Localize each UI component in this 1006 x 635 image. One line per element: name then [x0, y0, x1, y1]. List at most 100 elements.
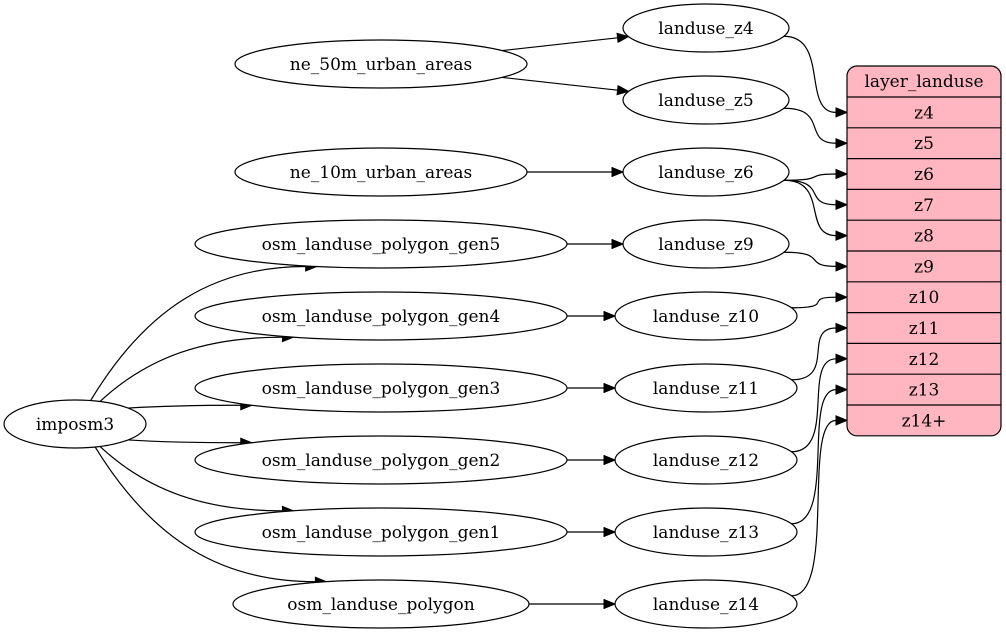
edge-landuse-z14-to-z14: [791, 415, 849, 597]
node-ellipse: [194, 219, 568, 269]
node-label: osm_landuse_polygon_gen3: [262, 379, 501, 399]
node-ellipse: [234, 147, 528, 197]
node-ellipse: [3, 399, 147, 449]
edge-landuse-z5-to-z5: [783, 107, 849, 149]
node-landuse-z9: landuse_z9: [622, 219, 790, 269]
node-label: landuse_z13: [653, 523, 759, 543]
record-field-z9: z9: [914, 257, 934, 277]
node-label: landuse_z11: [653, 379, 759, 399]
edge-landuse-z4-to-z4-line: [783, 35, 837, 113]
node-landuse-z10: landuse_z10: [614, 291, 798, 341]
record-field-z12: z12: [909, 350, 940, 370]
edge-osm-landuse-polygon-gen4-to-landuse-z10: [567, 310, 617, 322]
node-label: osm_landuse_polygon_gen2: [262, 451, 501, 471]
node-label: imposm3: [36, 415, 114, 435]
edge-landuse-z9-to-z9-arrowhead: [835, 261, 849, 272]
node-label: osm_landuse_polygon_gen4: [262, 307, 501, 327]
edge-landuse-z4-to-z4: [783, 35, 849, 118]
edge-ne-50m-urban-areas-to-landuse-z5-line: [502, 76, 618, 91]
edge-landuse-z6-to-z7-line: [783, 179, 837, 206]
node-label: landuse_z12: [653, 451, 759, 471]
edge-landuse-z12-to-z12-arrowhead: [835, 353, 849, 365]
edge-landuse-z5-to-z5-line: [783, 107, 837, 144]
node-label: landuse_z4: [658, 19, 753, 39]
edge-ne-50m-urban-areas-to-landuse-z4-arrowhead: [616, 32, 630, 44]
layer-landuse-record: layer_landusez4z5z6z7z8z9z10z11z12z13z14…: [846, 65, 1002, 437]
edge-landuse-z13-to-z13: [791, 384, 849, 525]
node-landuse-z13: landuse_z13: [614, 507, 798, 557]
node-ellipse: [232, 579, 530, 629]
edge-ne-50m-urban-areas-to-landuse-z5-arrowhead: [616, 84, 630, 96]
edge-osm-landuse-polygon-gen5-to-landuse-z9-arrowhead: [611, 238, 625, 250]
edge-landuse-z11-to-z11: [791, 322, 849, 381]
node-landuse-z5: landuse_z5: [622, 75, 790, 125]
edge-landuse-z12-to-z12: [791, 353, 849, 453]
node-osm-landuse-polygon-gen2: osm_landuse_polygon_gen2: [194, 435, 568, 485]
record-field-z8: z8: [914, 227, 934, 247]
node-label: landuse_z10: [653, 307, 759, 327]
edge-osm-landuse-polygon-gen5-to-landuse-z9: [567, 238, 625, 250]
edge-landuse-z10-to-z10-arrowhead: [835, 291, 849, 303]
node-ellipse: [194, 291, 568, 341]
edge-osm-landuse-polygon-gen3-to-landuse-z11-arrowhead: [603, 382, 617, 394]
record-field-z4: z4: [914, 103, 934, 123]
edge-imposm3-to-osm-landuse-polygon-gen2-line: [128, 439, 241, 444]
node-ellipse: [622, 219, 790, 269]
node-ellipse: [614, 435, 798, 485]
node-ellipse: [622, 3, 790, 53]
edge-imposm3-to-osm-landuse-polygon-gen3-line: [128, 404, 241, 409]
record-field-z7: z7: [914, 196, 934, 216]
edge-landuse-z6-to-z8: [783, 179, 849, 241]
node-label: ne_50m_urban_areas: [290, 55, 472, 75]
edge-landuse-z4-to-z4-arrowhead: [835, 107, 849, 118]
edge-osm-landuse-polygon-to-landuse-z14-arrowhead: [603, 598, 617, 610]
edge-imposm3-to-osm-landuse-polygon-line: [94, 446, 316, 583]
edge-landuse-z13-to-z13-line: [791, 389, 837, 525]
node-ellipse: [194, 507, 568, 557]
node-osm-landuse-polygon-gen4: osm_landuse_polygon_gen4: [194, 291, 568, 341]
record-field-z11: z11: [909, 319, 940, 339]
edge-ne-10m-urban-areas-to-landuse-z6: [527, 166, 625, 178]
nodes: ne_50m_urban_areasne_10m_urban_areasosm_…: [3, 3, 798, 629]
edge-landuse-z10-to-z10-line: [791, 296, 837, 309]
record-title: layer_landuse: [865, 72, 984, 92]
edge-landuse-z11-to-z11-arrowhead: [835, 322, 849, 334]
edge-landuse-z6-to-z6-line: [783, 173, 837, 181]
edge-landuse-z6-to-z8-line: [783, 179, 837, 237]
edge-imposm3-to-osm-landuse-polygon-gen1-line: [99, 446, 283, 512]
edge-imposm3-to-osm-landuse-polygon-gen5-line: [90, 265, 306, 401]
node-ellipse: [614, 579, 798, 629]
edge-osm-landuse-polygon-to-landuse-z14: [529, 598, 617, 610]
node-label: landuse_z6: [658, 163, 753, 183]
edge-landuse-z6-to-z6: [783, 168, 849, 181]
edge-landuse-z6-to-z6-arrowhead: [835, 168, 849, 180]
edge-osm-landuse-polygon-gen1-to-landuse-z13-arrowhead: [603, 526, 617, 538]
edge-osm-landuse-polygon-gen2-to-landuse-z12-arrowhead: [603, 454, 617, 466]
edge-landuse-z9-to-z9: [783, 251, 849, 272]
edge-ne-10m-urban-areas-to-landuse-z6-arrowhead: [611, 166, 625, 178]
edge-landuse-z9-to-z9-line: [783, 251, 837, 267]
edge-landuse-z6-to-z7-arrowhead: [835, 199, 849, 211]
edge-osm-landuse-polygon-gen1-to-landuse-z13: [567, 526, 617, 538]
edge-landuse-z10-to-z10: [791, 291, 849, 309]
node-label: osm_landuse_polygon_gen1: [262, 523, 501, 543]
node-ellipse: [194, 435, 568, 485]
edge-landuse-z6-to-z8-arrowhead: [835, 230, 849, 241]
node-label: landuse_z9: [658, 235, 753, 255]
node-ellipse: [614, 363, 798, 413]
edge-osm-landuse-polygon-gen2-to-landuse-z12: [567, 454, 617, 466]
edge-ne-50m-urban-areas-to-landuse-z5: [502, 76, 630, 96]
node-ellipse: [234, 39, 528, 89]
record-field-z13: z13: [909, 381, 940, 401]
node-label: landuse_z5: [658, 91, 753, 111]
edge-osm-landuse-polygon-gen4-to-landuse-z10-arrowhead: [603, 310, 617, 322]
edge-landuse-z6-to-z7: [783, 179, 849, 211]
edge-landuse-z14-to-z14-line: [791, 419, 837, 597]
node-imposm3: imposm3: [3, 399, 147, 449]
node-ellipse: [622, 75, 790, 125]
edge-imposm3-to-osm-landuse-polygon-gen4-line: [99, 336, 283, 402]
node-ne-50m-urban-areas: ne_50m_urban_areas: [234, 39, 528, 89]
node-landuse-z6: landuse_z6: [622, 147, 790, 197]
edge-landuse-z11-to-z11-line: [791, 327, 837, 381]
